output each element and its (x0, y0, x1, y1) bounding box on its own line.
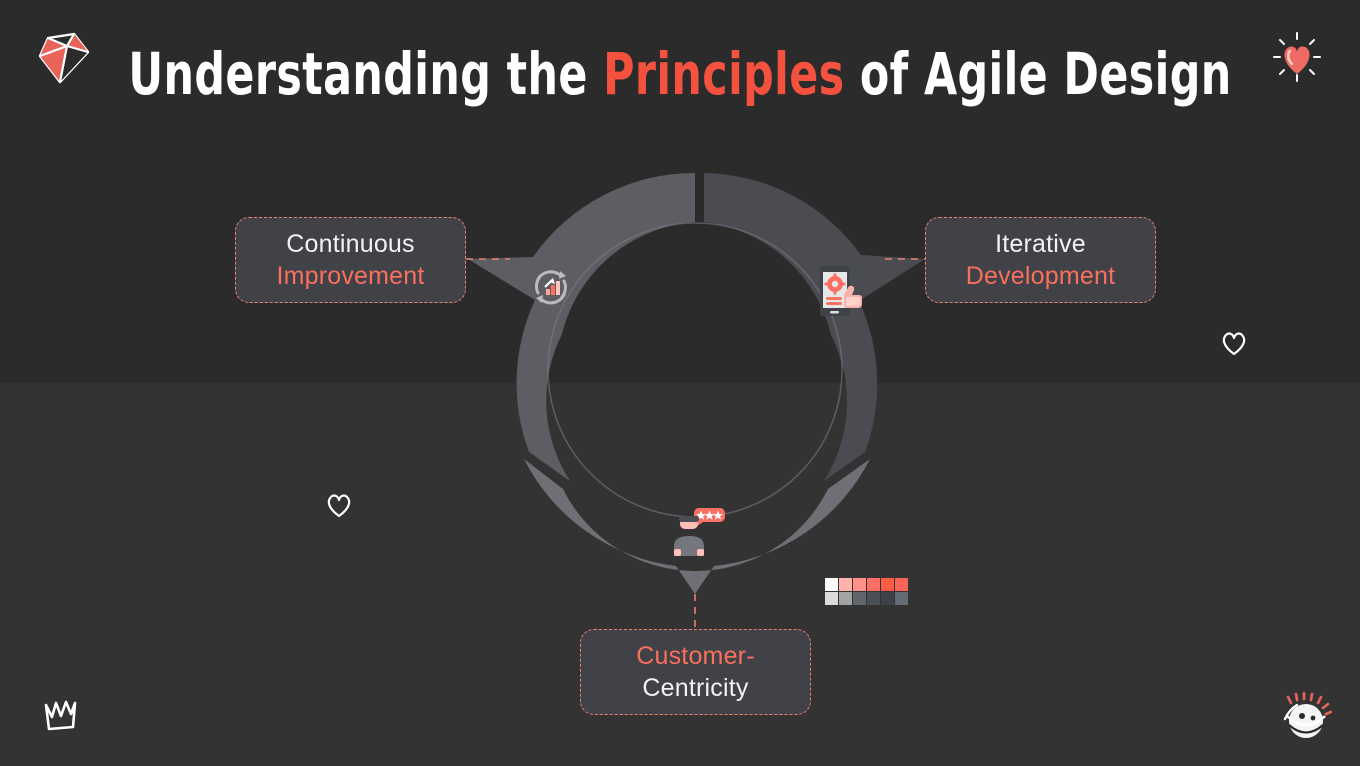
swatch-bottom-5 (881, 592, 894, 605)
card-line-1: Customer- (636, 642, 755, 670)
swatch-top-1 (825, 578, 838, 591)
card-line-2: Centricity (642, 674, 749, 702)
title-accent: Principles (603, 40, 845, 108)
swatch-bottom-3 (853, 592, 866, 605)
heart-outline-sticker (1220, 330, 1248, 356)
smiley-face-sticker (1280, 691, 1333, 744)
segment-iterative-development[interactable] (704, 173, 925, 481)
label-card-iterative-development[interactable]: Iterative Development (925, 217, 1156, 303)
segment-continuous-improvement[interactable] (468, 172, 695, 481)
card-line-2: Development (965, 262, 1116, 290)
swatch-bottom-1 (825, 592, 838, 605)
heart-outline-sticker (325, 492, 353, 518)
swatch-bottom-4 (867, 592, 880, 605)
refresh-growth-chart-icon (526, 262, 576, 312)
mobile-gear-touch-icon (818, 264, 864, 320)
beating-heart-sticker (1270, 30, 1324, 84)
swatch-top-6 (895, 578, 908, 591)
title-suffix: of Agile Design (844, 40, 1232, 108)
card-line-2: Improvement (276, 262, 425, 290)
card-line-1: Iterative (995, 230, 1086, 258)
swatch-bottom-6 (895, 592, 908, 605)
title-prefix: Understanding the (128, 40, 604, 108)
label-card-customer-centricity[interactable]: Customer- Centricity (580, 629, 811, 715)
label-card-continuous-improvement[interactable]: Continuous Improvement (235, 217, 466, 303)
customer-rating-icon (670, 508, 725, 556)
color-palette-swatches (825, 578, 908, 605)
swatch-bottom-2 (839, 592, 852, 605)
swatch-top-3 (853, 578, 866, 591)
swatch-top-2 (839, 578, 852, 591)
card-line-1: Continuous (286, 230, 415, 258)
swatch-top-5 (881, 578, 894, 591)
swatch-top-4 (867, 578, 880, 591)
page-title: Understanding the Principles of Agile De… (122, 40, 1237, 108)
diamond-gem-sticker (36, 30, 90, 86)
crown-sticker (42, 697, 78, 733)
